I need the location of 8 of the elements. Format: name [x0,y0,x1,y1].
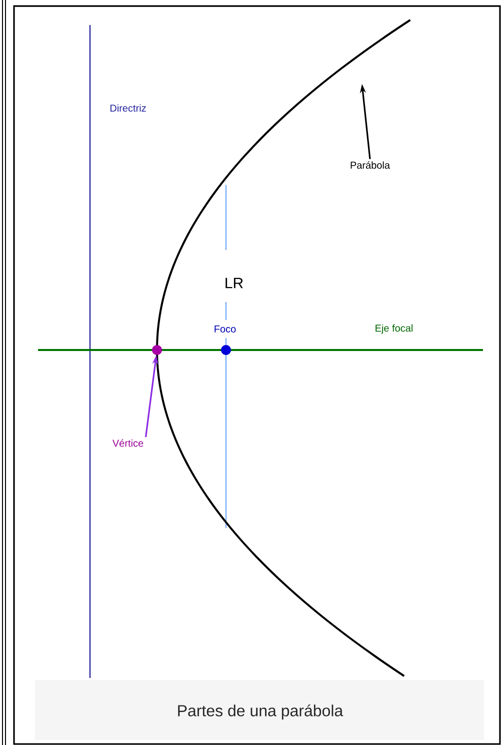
focus-label: Foco [214,326,236,332]
caption: Partes de una parábola [178,704,344,720]
directrix-label: Directriz [110,104,146,112]
part-label: Vértice [112,439,144,447]
axis-label: Eje focal [376,324,412,334]
latus-rectum-label: LR [226,278,243,288]
part-label: Parábola [350,161,390,169]
vertex-dot [152,345,162,355]
